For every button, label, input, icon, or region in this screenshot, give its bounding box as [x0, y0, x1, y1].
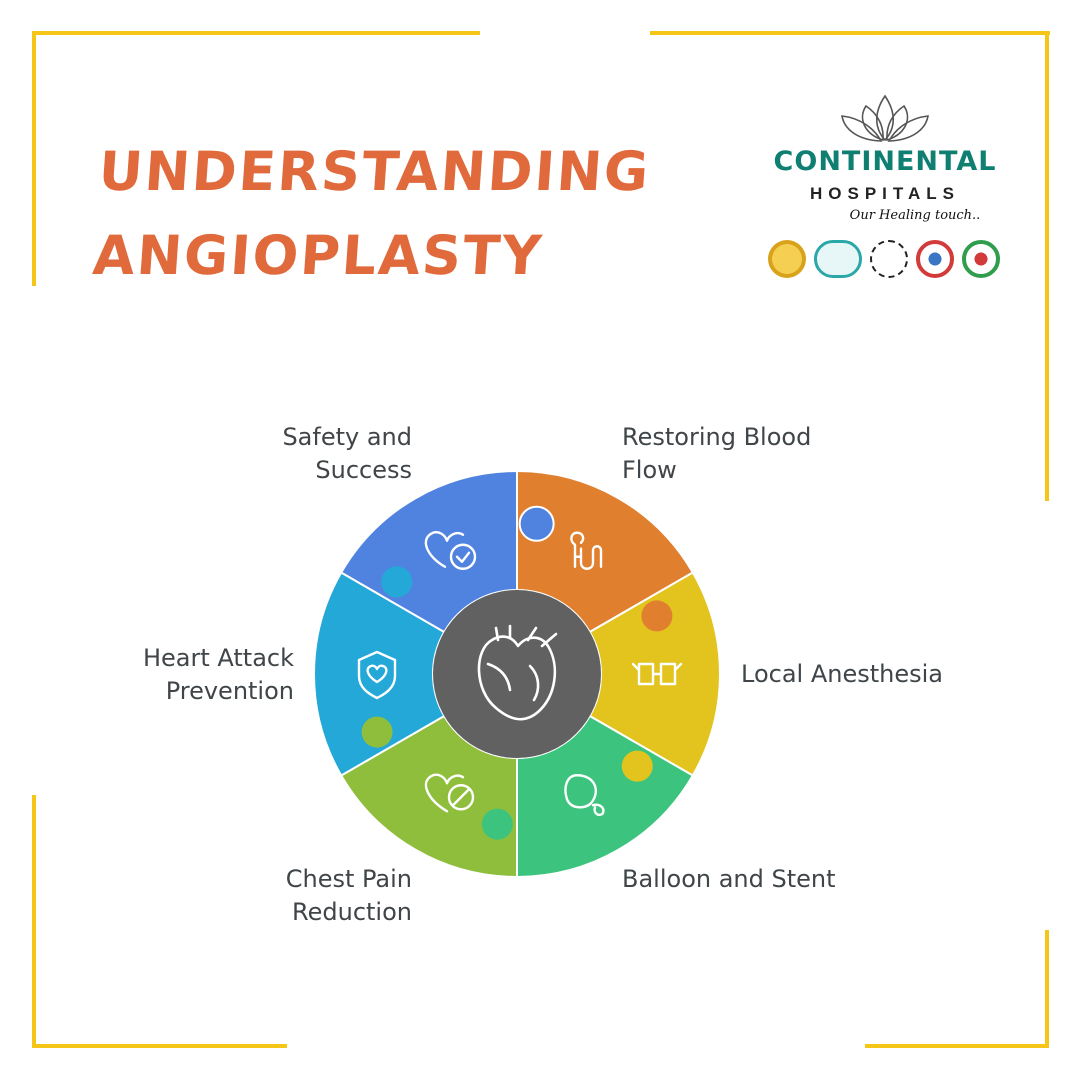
- puzzle-knob-fill: [361, 716, 393, 748]
- balloon-icon: [564, 774, 605, 817]
- blood-flow-icon: [570, 531, 603, 570]
- lotus-icon: [841, 94, 929, 142]
- label-restoring-blood-flow: Restoring Blood Flow: [622, 423, 812, 484]
- shield-heart-icon: [357, 650, 397, 700]
- frame-left-bottom: [32, 795, 36, 1047]
- frame-left-top: [32, 31, 36, 286]
- heart-check-icon: [424, 531, 477, 570]
- center-circle: [433, 590, 601, 758]
- hospital-logo: CONTINENTAL HOSPITALS Our Healing touch.…: [760, 92, 1010, 302]
- frame-bottom-left: [32, 1044, 287, 1048]
- puzzle-knob-fill: [521, 508, 553, 540]
- accreditation-seal-icon: [870, 240, 908, 278]
- frame-top-left: [32, 31, 480, 35]
- label-heart-attack-prevention: Heart Attack Prevention: [142, 644, 294, 705]
- frame-top-right: [650, 31, 1050, 35]
- puzzle-knob-fill: [381, 566, 413, 598]
- heart-icon: [477, 624, 558, 721]
- jci-badge-icon: [768, 240, 806, 278]
- frame-right-bottom: [1045, 930, 1049, 1047]
- puzzle-knob-fill: [481, 808, 513, 840]
- nabl-badge-icon: [962, 240, 1000, 278]
- brand-tagline: Our Healing touch..: [849, 208, 981, 223]
- label-chest-pain-reduction: Chest Pain Reduction: [285, 865, 412, 926]
- label-safety-and-success: Safety and Success: [282, 423, 412, 484]
- anesthesia-icon: [631, 662, 683, 686]
- qai-badge-icon: [814, 240, 862, 278]
- brand-subtitle: HOSPITALS: [809, 184, 961, 203]
- label-balloon-and-stent: Balloon and Stent: [622, 865, 836, 893]
- brand-name: CONTINENTAL: [773, 146, 997, 177]
- puzzle-knob-fill: [641, 600, 673, 632]
- accreditation-badges: [768, 240, 1000, 278]
- heart-block-icon: [424, 773, 475, 813]
- puzzle-knob-fill: [621, 750, 653, 782]
- frame-right-top: [1045, 31, 1049, 501]
- nabh-badge-icon: [916, 240, 954, 278]
- frame-bottom-right: [865, 1044, 1049, 1048]
- label-local-anesthesia: Local Anesthesia: [741, 660, 943, 688]
